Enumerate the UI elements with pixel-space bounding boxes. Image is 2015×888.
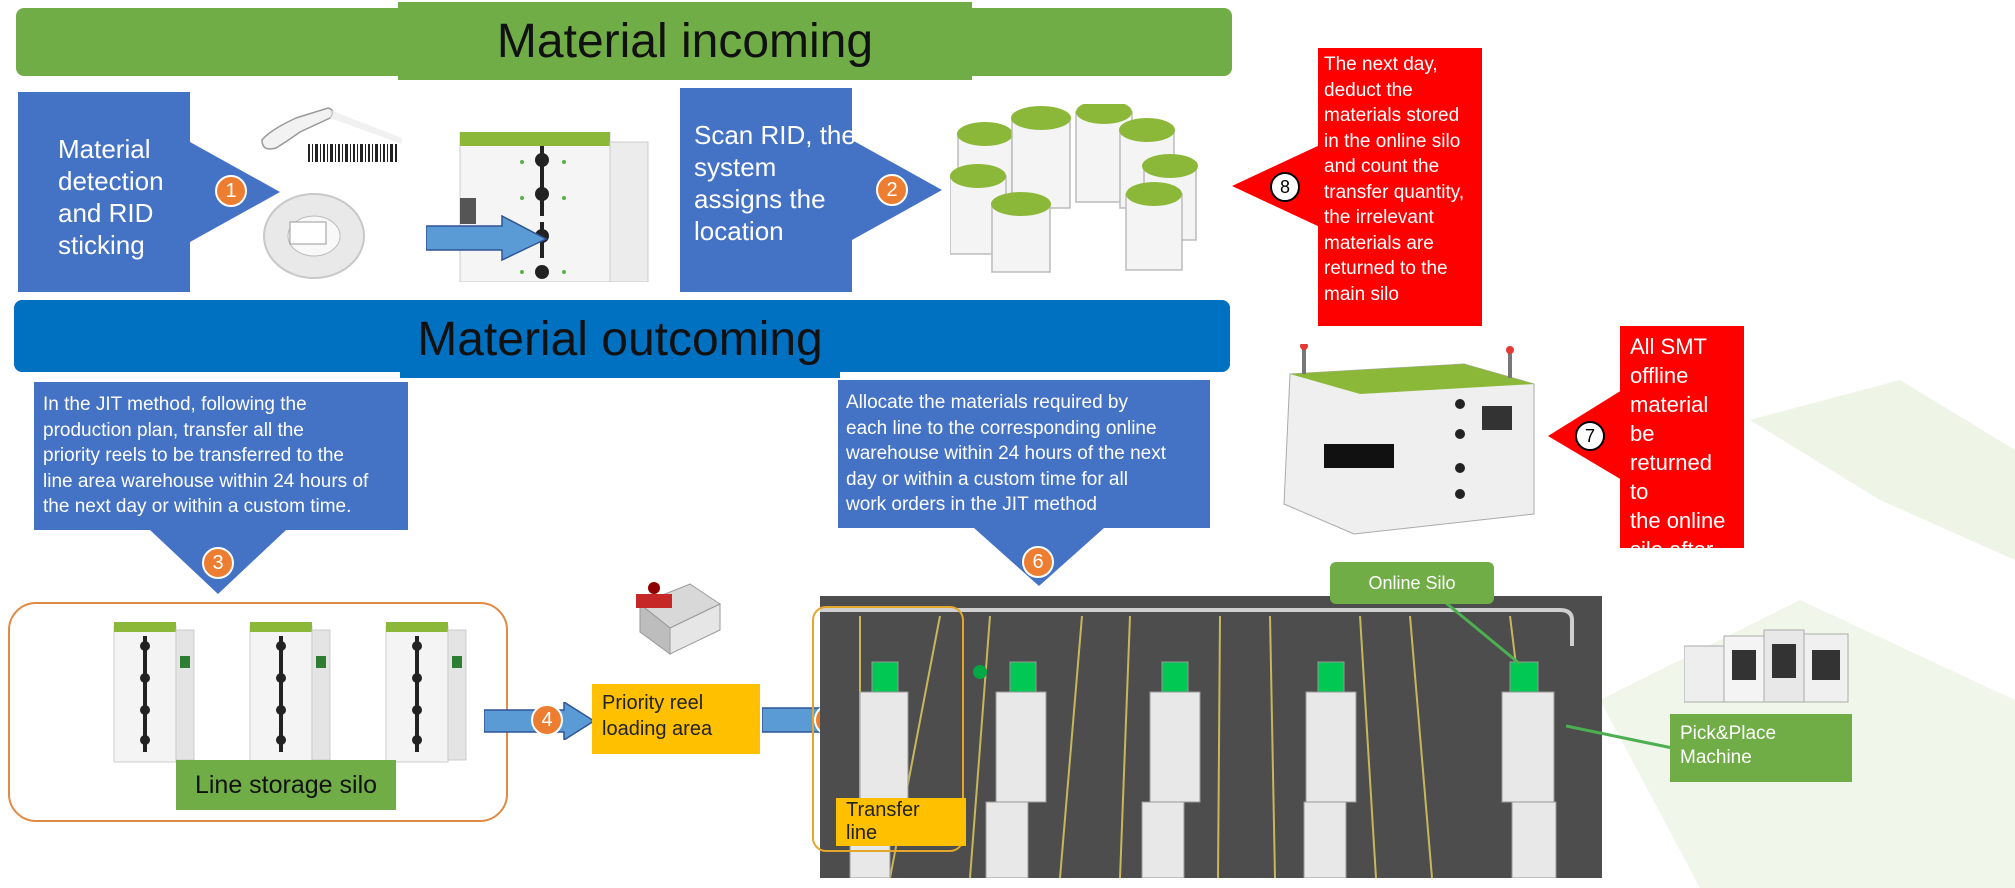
insert-arrow-icon <box>426 214 548 262</box>
step3-text-line: line area warehouse within 24 hours of <box>43 470 369 492</box>
step2-text-line: Scan RID, the <box>694 120 856 150</box>
main-silo-cluster-illustration <box>950 104 1198 273</box>
step1-text: Material detection and RID sticking <box>58 133 164 261</box>
step2-text-line: system <box>694 152 777 182</box>
pick-place-line: Pick&Place <box>1680 723 1777 744</box>
step8-text-line: in the online silo <box>1324 130 1461 152</box>
factory-floor-illustration <box>820 596 1602 878</box>
outcoming-header-title: Material outcoming <box>400 300 840 378</box>
step6-text-line: work orders in the JIT method <box>846 494 1097 515</box>
transfer-line-label: Transfer line <box>836 798 966 846</box>
priority-reel-loading-line: Priority reel <box>602 692 704 714</box>
online-silo-label: Online Silo <box>1330 562 1494 604</box>
step1-arrow-box <box>18 92 280 292</box>
offline-counting-machine-illustration <box>1283 344 1535 535</box>
step3-text-box: In the JIT method, following the product… <box>34 382 408 530</box>
reel-loader-device-illustration <box>636 582 722 655</box>
step2-text: Scan RID, the system assigns the locatio… <box>694 119 856 247</box>
step8-text-line: main silo <box>1324 283 1399 305</box>
pick-place-callout-pointer <box>1566 724 1683 752</box>
online-silo-callout-pointer <box>1439 596 1521 666</box>
step1-badge: 1 <box>215 175 247 207</box>
step3-badge: 3 <box>202 547 234 579</box>
priority-reel-loading-line: loading area <box>602 718 713 740</box>
step7-text-box: All SMT offline material be returned to … <box>1620 326 1744 591</box>
step8-badge: 8 <box>1270 172 1300 202</box>
barcode-icon <box>308 144 398 162</box>
step7-badge: 7 <box>1575 421 1605 451</box>
step8-text-line: transfer quantity, <box>1324 181 1465 203</box>
step2-text-line: location <box>694 216 784 246</box>
step6-text-line: day or within a custom time for all <box>846 468 1128 490</box>
step8-text-line: materials are <box>1324 232 1434 254</box>
step3-text-line: the next day or within a custom time. <box>43 496 352 517</box>
step8-text-line: The next day, <box>1324 54 1438 75</box>
step8-text-line: returned to the <box>1324 258 1448 279</box>
pick-place-machine-illustration <box>1684 629 1849 703</box>
scanner-reel-illustration <box>261 107 402 279</box>
line-storage-silo-label: Line storage silo <box>176 760 396 810</box>
step6-badge: 6 <box>1022 546 1054 578</box>
silo-cabinet-illustration <box>426 132 649 282</box>
step7-text-line: material be <box>1630 392 1709 446</box>
step1-text-line: sticking <box>58 230 145 260</box>
step1-text-line: and RID <box>58 198 154 228</box>
reel-icon <box>263 193 365 279</box>
priority-reel-loading-label: Priority reel loading area <box>592 684 760 754</box>
step2-arrow-box <box>680 88 942 292</box>
line-storage-silos-illustration <box>113 622 467 763</box>
step8-text-line: deduct the <box>1324 79 1413 101</box>
step3-text-line: production plan, transfer all the <box>43 419 304 441</box>
step8-text-line: materials stored <box>1324 105 1460 126</box>
step7-text-line: the online <box>1630 508 1726 533</box>
step4-badge: 4 <box>531 704 563 736</box>
step8-text-line: the irrelevant <box>1324 207 1434 228</box>
step6-text-line: Allocate the materials required by <box>846 392 1128 413</box>
step6-text-line: each line to the corresponding online <box>846 417 1157 439</box>
step3-text-line: priority reels to be transferred to the <box>43 445 344 466</box>
transfer-line-frame <box>812 606 964 852</box>
barcode-scanner-icon <box>261 107 402 150</box>
step7-text-line: All SMT <box>1630 334 1707 359</box>
pick-place-line: Machine <box>1680 747 1752 768</box>
step1-text-line: detection <box>58 166 164 196</box>
pick-place-label: Pick&Place Machine <box>1670 714 1852 782</box>
step7-text-line: silo after <box>1630 537 1714 562</box>
step2-badge: 2 <box>876 174 908 206</box>
step7-text-line: returned to <box>1630 450 1712 504</box>
step3-text-line: In the JIT method, following the <box>43 394 307 415</box>
step6-text-box: Allocate the materials required by each … <box>838 380 1210 528</box>
step1-text-line: Material <box>58 134 151 164</box>
step2-text-line: assigns the <box>694 184 826 214</box>
step7-text-line: offline <box>1630 363 1689 388</box>
incoming-header-title: Material incoming <box>398 2 972 80</box>
step8-text-box: The next day, deduct the materials store… <box>1318 48 1482 326</box>
step6-text-line: warehouse within 24 hours of the next <box>846 443 1167 464</box>
step8-text-line: and count the <box>1324 156 1440 177</box>
step7-text-line: counting <box>1630 566 1714 591</box>
